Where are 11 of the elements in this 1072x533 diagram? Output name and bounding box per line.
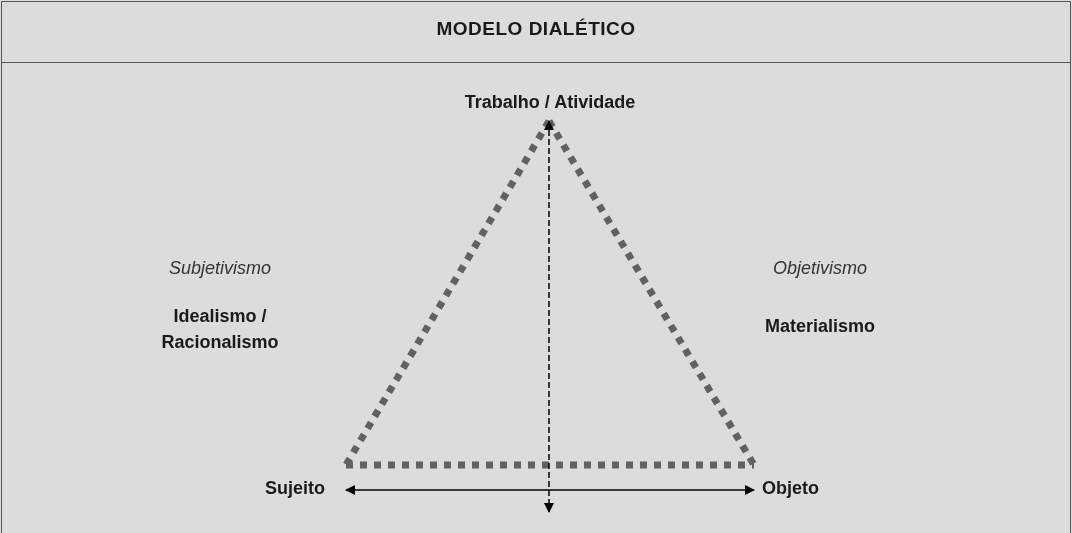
side-label: Idealismo / Racionalismo (160, 305, 280, 355)
dotted-line (546, 119, 757, 467)
double-arrow (544, 120, 554, 513)
node-label: Trabalho / Atividade (400, 84, 700, 121)
node-label: Sujeito (200, 455, 346, 507)
double-arrow (345, 485, 755, 495)
diagram-title: MODELO DIALÉTICO (435, 18, 637, 40)
node-label: Objeto (754, 455, 864, 507)
side-label: Materialismo (763, 315, 876, 338)
side-heading: Objetivismo (772, 258, 868, 279)
side-heading: Subjetivismo (167, 258, 272, 279)
